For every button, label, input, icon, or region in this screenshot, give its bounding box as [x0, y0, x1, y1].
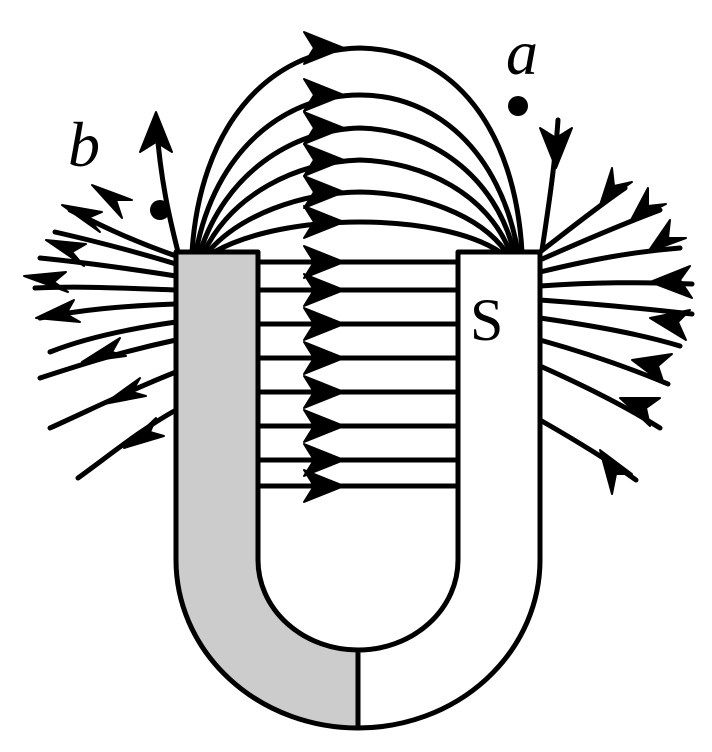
- field-line: [537, 207, 663, 263]
- arrowhead: [303, 111, 345, 145]
- field-line-near-a: [539, 117, 561, 253]
- inner-field-lines: [255, 259, 461, 489]
- top-field-arcs: [189, 45, 525, 255]
- point-b: [150, 200, 170, 220]
- field-line: [537, 337, 671, 387]
- arrowhead: [303, 78, 345, 112]
- arrowhead: [303, 31, 345, 65]
- arrowhead: [649, 265, 693, 299]
- arrowhead: [649, 309, 691, 341]
- field-arc: [193, 92, 521, 255]
- field-line: [537, 245, 683, 275]
- field-arc: [205, 189, 509, 255]
- arrowhead: [303, 245, 345, 279]
- arrowhead: [61, 204, 103, 233]
- arrowhead: [631, 353, 673, 385]
- arrowhead: [303, 307, 345, 341]
- arrowhead: [23, 271, 69, 293]
- field-arc: [201, 157, 513, 255]
- arrowhead: [303, 273, 345, 307]
- left-field-lines: [32, 207, 179, 481]
- arrowhead: [45, 239, 87, 267]
- field-line: [537, 297, 695, 317]
- field-line: [47, 319, 179, 355]
- field-line: [537, 315, 683, 349]
- arrowhead: [303, 143, 345, 177]
- horseshoe-magnet: [173, 249, 543, 731]
- field-arc: [189, 45, 525, 255]
- field-arc: [211, 219, 503, 255]
- magnet-right-arm: [355, 249, 543, 731]
- arrowhead: [139, 111, 173, 153]
- arrowhead: [303, 469, 345, 503]
- arrowhead: [91, 184, 133, 219]
- arrowhead: [599, 167, 633, 206]
- arrowhead: [123, 417, 165, 449]
- point-a: [508, 96, 528, 116]
- label-south-pole: S: [470, 287, 503, 353]
- label-b: b: [68, 109, 100, 180]
- arrowhead: [619, 397, 661, 427]
- field-arrowheads: [23, 31, 693, 503]
- arrowhead: [303, 409, 345, 443]
- arrowhead: [629, 187, 667, 223]
- field-line: [75, 407, 179, 481]
- arrowhead: [647, 219, 687, 253]
- arrowhead: [303, 375, 345, 409]
- arrowhead: [303, 443, 345, 477]
- field-line: [37, 255, 179, 279]
- arrowhead: [303, 205, 345, 239]
- arrowhead: [599, 449, 633, 495]
- magnet-left-arm: [173, 249, 361, 731]
- arrowhead: [81, 337, 127, 363]
- arrowhead: [303, 175, 345, 209]
- label-a: a: [506, 17, 538, 88]
- arrowhead: [103, 377, 147, 405]
- arrowhead: [303, 341, 345, 375]
- field-line: [52, 229, 179, 267]
- field-line: [32, 284, 179, 293]
- arrowhead: [539, 127, 573, 169]
- field-arc: [197, 125, 517, 255]
- arrowhead: [35, 299, 81, 323]
